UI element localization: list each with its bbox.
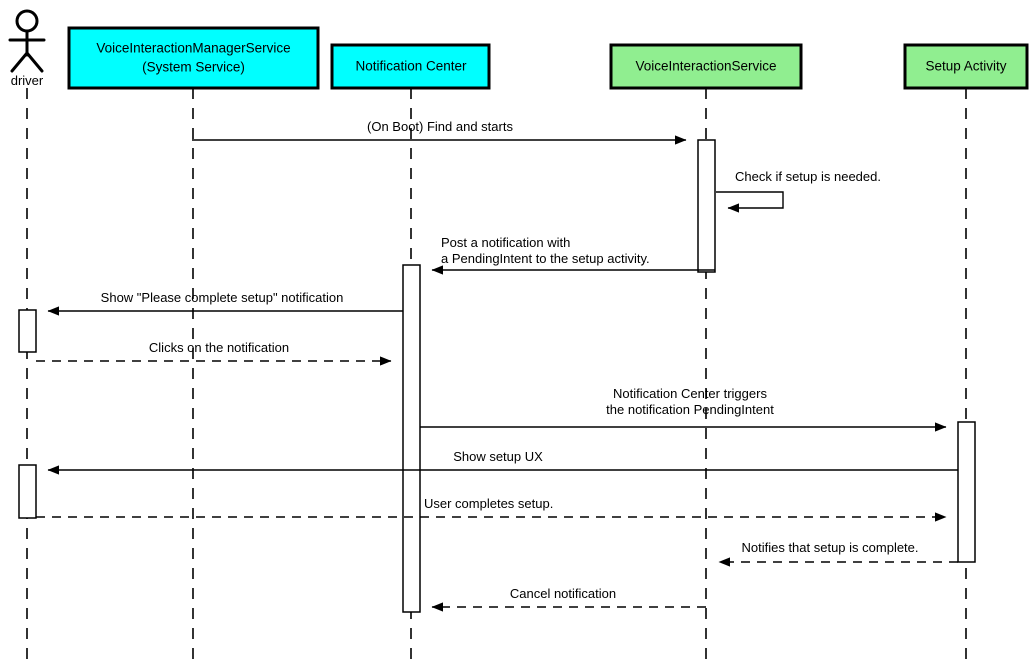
participant-vims-box[interactable] — [67, 26, 320, 90]
activation-bar-driver-1 — [18, 309, 37, 353]
activation-bar-driver-2 — [18, 464, 37, 519]
actor-driver[interactable]: driver — [8, 9, 46, 88]
participant-setup-activity-label: Setup Activity — [925, 59, 1006, 74]
message-clicks-notification-label: Clicks on the notification — [149, 340, 289, 355]
activation-bar-setup-activity-1 — [957, 421, 976, 563]
message-check-setup-label: Check if setup is needed. — [735, 169, 881, 184]
message-on-boot[interactable]: (On Boot) Find and starts — [192, 119, 687, 145]
participant-setup-activity[interactable]: Setup Activity — [903, 43, 1029, 90]
message-user-completes-setup[interactable]: User completes setup. — [36, 496, 947, 522]
message-notifies-setup-complete[interactable]: Notifies that setup is complete. — [718, 540, 958, 567]
message-check-setup-line[interactable] — [716, 191, 784, 213]
message-show-setup-notification[interactable]: Show "Please complete setup" notificatio… — [47, 290, 403, 316]
activation-bar-vis-1 — [697, 139, 716, 273]
message-triggers-pendingintent-label-line1: Notification Center triggers — [613, 386, 767, 401]
participant-notification-center-label: Notification Center — [355, 59, 467, 74]
message-post-notification-label-line1: Post a notification with — [441, 235, 570, 250]
participant-vims-label-line2: (System Service) — [142, 60, 245, 75]
participant-vims[interactable]: VoiceInteractionManagerService (System S… — [67, 26, 320, 90]
activation-bar-notification-center-1 — [402, 264, 421, 613]
message-triggers-pendingintent[interactable]: Notification Center triggers the notific… — [420, 386, 947, 432]
activations-group — [18, 139, 976, 613]
participant-vis-label: VoiceInteractionService — [635, 59, 776, 74]
actor-leg-right-icon — [25, 51, 44, 73]
participant-vis-box[interactable] — [609, 43, 803, 90]
message-check-setup[interactable]: Check if setup is needed. — [716, 169, 881, 213]
message-clicks-notification[interactable]: Clicks on the notification — [36, 340, 392, 366]
message-user-completes-setup-label: User completes setup. — [424, 496, 553, 511]
message-show-setup-notification-label: Show "Please complete setup" notificatio… — [101, 290, 344, 305]
message-on-boot-label: (On Boot) Find and starts — [367, 119, 513, 134]
participant-setup-activity-box[interactable] — [903, 43, 1029, 90]
participant-notification-center-box[interactable] — [330, 43, 491, 90]
actor-leg-left-icon — [10, 51, 29, 73]
message-notifies-setup-complete-label: Notifies that setup is complete. — [741, 540, 918, 555]
message-cancel-notification[interactable]: Cancel notification — [431, 586, 706, 612]
message-show-setup-ux[interactable]: Show setup UX — [47, 449, 958, 475]
participant-notification-center[interactable]: Notification Center — [330, 43, 491, 90]
message-cancel-notification-label: Cancel notification — [510, 586, 616, 601]
message-triggers-pendingintent-label-line2: the notification PendingIntent — [606, 402, 774, 417]
participant-vims-label-line1: VoiceInteractionManagerService — [96, 41, 290, 56]
participant-vis[interactable]: VoiceInteractionService — [609, 43, 803, 90]
message-post-notification-label-line2: a PendingIntent to the setup activity. — [441, 251, 650, 266]
message-post-notification[interactable]: Post a notification with a PendingIntent… — [431, 235, 715, 275]
actor-head-icon — [15, 9, 39, 33]
actor-driver-label: driver — [11, 73, 44, 88]
message-show-setup-ux-label: Show setup UX — [453, 449, 543, 464]
